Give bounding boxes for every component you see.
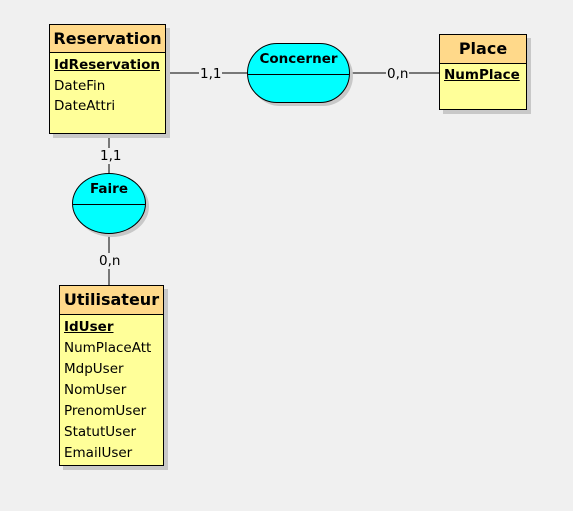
entity-title: Place (440, 35, 526, 64)
cardinality-label: 1,1 (199, 66, 223, 82)
cardinality-label: 1,1 (99, 148, 123, 164)
cardinality-label: 0,n (386, 66, 410, 82)
relation-title: Faire (90, 181, 128, 197)
attribute-primary-key: IdUser (64, 319, 114, 335)
entity-place[interactable]: Place NumPlace (439, 34, 527, 110)
relation-divider (73, 204, 145, 205)
attribute: DateAttri (54, 98, 116, 114)
attribute: StatutUser (64, 424, 137, 440)
attribute-list: IdUser NumPlaceAtt MdpUser NomUser Preno… (60, 315, 163, 464)
attribute-list: IdReservation DateFin DateAttri (50, 53, 165, 117)
relation-divider (248, 74, 349, 75)
attribute: PrenomUser (64, 403, 147, 419)
attribute-primary-key: NumPlace (444, 67, 520, 83)
attribute-primary-key: IdReservation (54, 57, 160, 73)
relation-concerner[interactable]: Concerner (247, 43, 350, 103)
attribute: NumPlaceAtt (64, 340, 152, 356)
attribute: NomUser (64, 382, 127, 398)
entity-reservation[interactable]: Reservation IdReservation DateFin DateAt… (49, 24, 166, 134)
attribute-list: NumPlace (440, 64, 526, 85)
relation-faire[interactable]: Faire (72, 173, 146, 234)
attribute: MdpUser (64, 361, 124, 377)
attribute: EmailUser (64, 445, 133, 461)
entity-utilisateur[interactable]: Utilisateur IdUser NumPlaceAtt MdpUser N… (59, 285, 164, 466)
relation-title: Concerner (259, 51, 338, 67)
entity-title: Utilisateur (60, 286, 163, 315)
cardinality-label: 0,n (98, 253, 122, 269)
entity-title: Reservation (50, 25, 165, 53)
attribute: DateFin (54, 77, 106, 94)
